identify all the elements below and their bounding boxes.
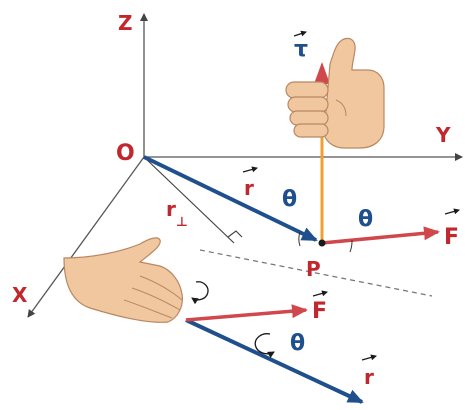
force-vector-upper — [321, 226, 440, 245]
theta-left-label: θ — [282, 187, 297, 212]
y-axis-label: Y — [435, 123, 451, 147]
force-lower-label: F — [312, 299, 327, 324]
x-axis-label: X — [12, 283, 28, 307]
r-lower-label: r — [364, 365, 374, 389]
origin-label: O — [116, 141, 135, 166]
rotation-arrow-lower-icon — [254, 333, 275, 358]
point-p — [318, 239, 326, 247]
r-vector-lower — [185, 318, 364, 404]
vec-arrow-f-lower — [312, 290, 328, 297]
vec-arrow-tau — [293, 30, 307, 37]
r-upper-label: r — [244, 176, 254, 200]
force-upper-label: F — [444, 225, 459, 250]
vec-arrow-r-upper — [242, 166, 258, 173]
theta-arc-right — [349, 239, 353, 253]
vec-arrow-r-lower — [361, 354, 377, 361]
r-perp-label: r — [166, 197, 176, 221]
thumbs-up-hand-icon — [285, 37, 385, 149]
theta-arc-left — [298, 231, 301, 247]
force-vector-lower — [185, 304, 308, 322]
z-axis-label: Z — [118, 11, 133, 35]
torque-arrowhead — [314, 62, 330, 84]
theta-lower-label: θ — [290, 331, 305, 356]
vec-arrow-f-upper — [444, 208, 460, 215]
r-perp-line — [143, 156, 235, 244]
rotation-arrow-hand-icon — [191, 281, 209, 305]
tau-label: τ — [294, 37, 308, 62]
line-of-action — [199, 249, 433, 297]
r-perp-subscript: ⊥ — [176, 215, 188, 230]
theta-right-label: θ — [358, 207, 373, 232]
open-hand-icon — [63, 237, 183, 323]
point-label: P — [306, 257, 321, 281]
r-vector-upper — [143, 155, 318, 242]
x-axis-line — [27, 156, 145, 318]
right-angle-mark — [227, 230, 243, 238]
